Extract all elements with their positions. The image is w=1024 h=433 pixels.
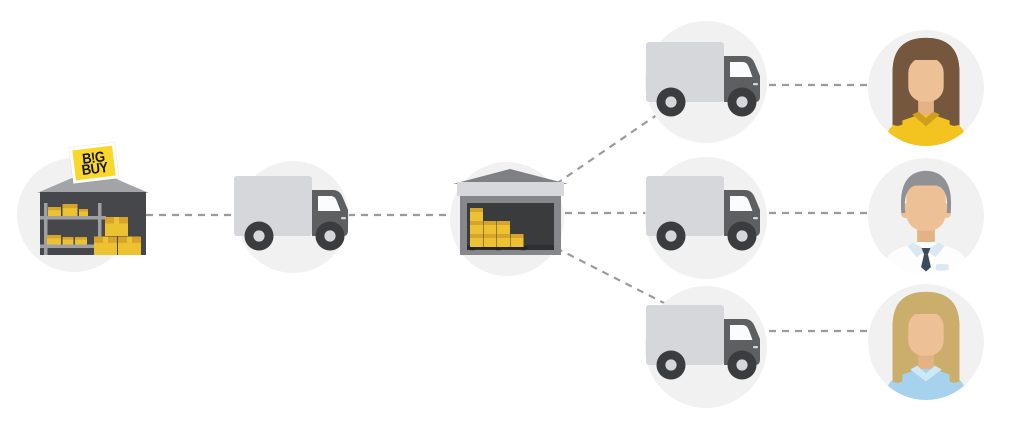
delivery-truck-2-icon	[646, 174, 764, 254]
supplier-warehouse-icon	[37, 167, 149, 255]
linehaul-truck-icon	[234, 174, 352, 254]
connector-hub-to-truck-bottom	[555, 247, 671, 307]
bigbuy-sign-line-2: BUY	[80, 158, 109, 179]
connector-hub-to-truck-top	[555, 109, 665, 185]
customer-1-avatar-icon	[867, 29, 985, 147]
customer-2-avatar-icon	[867, 157, 985, 275]
delivery-truck-3-icon	[646, 303, 764, 383]
delivery-truck-1-icon	[646, 40, 764, 120]
bigbuy-sign: B!G BUY	[68, 142, 120, 184]
hub-warehouse-icon	[453, 168, 568, 255]
customer-3-avatar-icon	[867, 283, 985, 401]
